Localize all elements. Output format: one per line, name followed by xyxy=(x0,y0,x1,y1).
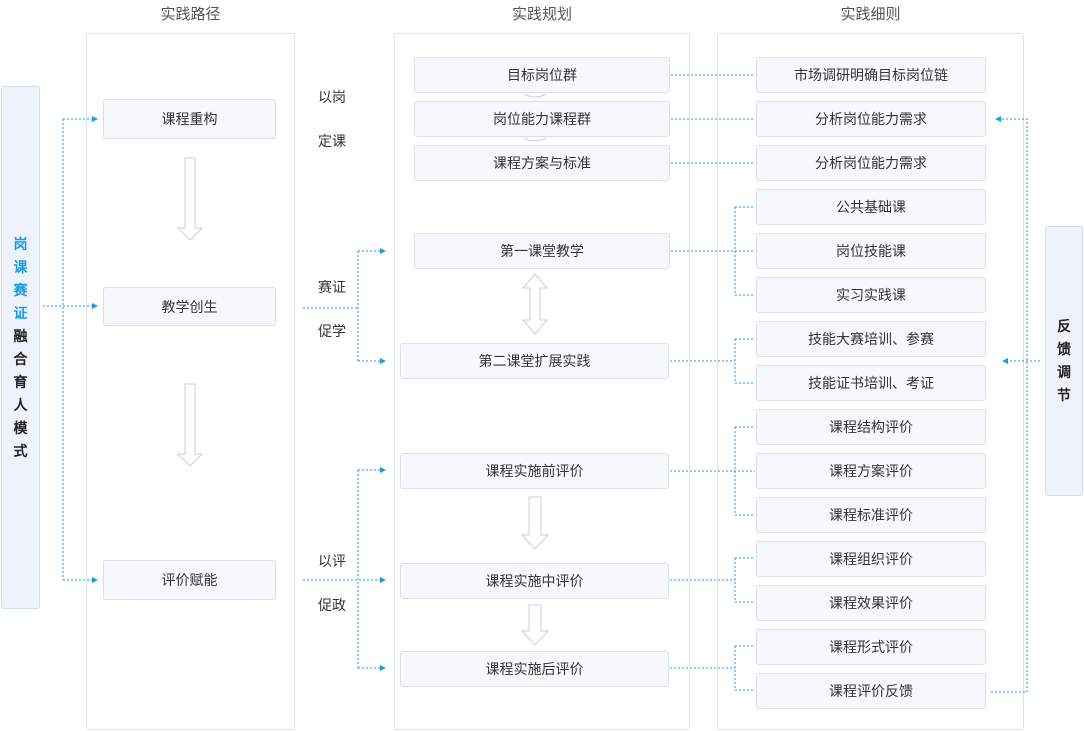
plan-column-title: 实践规划 xyxy=(511,6,572,23)
plan-item: 岗位能力课程群 xyxy=(414,101,670,137)
detail-column-title: 实践细则 xyxy=(840,6,901,23)
detail-item: 课程结构评价 xyxy=(756,409,986,445)
detail-item: 课程组织评价 xyxy=(756,541,986,577)
path-panel xyxy=(86,33,295,730)
mid-label: 以评 xyxy=(318,553,346,569)
side-char: 节 xyxy=(1057,387,1071,403)
side-char: 课 xyxy=(13,258,28,275)
plan-item: 课程方案与标准 xyxy=(414,145,670,181)
mid-label: 促政 xyxy=(318,597,346,613)
side-char: 育 xyxy=(13,373,28,390)
detail-item: 课程形式评价 xyxy=(756,629,986,665)
plan-item: 课程实施中评价 xyxy=(400,563,669,599)
side-char: 式 xyxy=(13,442,28,459)
plan-item: 课程实施前评价 xyxy=(400,453,669,489)
side-char: 模 xyxy=(13,419,28,436)
plan-item: 课程实施后评价 xyxy=(400,651,669,687)
detail-item: 岗位技能课 xyxy=(756,233,986,269)
path-item-restructure: 课程重构 xyxy=(103,99,276,139)
side-char: 赛 xyxy=(13,281,28,298)
detail-item: 公共基础课 xyxy=(756,189,986,225)
detail-item: 技能大赛培训、参赛 xyxy=(756,321,986,357)
detail-item: 课程评价反馈 xyxy=(756,673,986,709)
plan-item: 第二课堂扩展实践 xyxy=(400,343,669,379)
side-char: 人 xyxy=(13,396,28,413)
side-char: 岗 xyxy=(13,235,28,252)
path-item-evaluation: 评价赋能 xyxy=(103,560,276,600)
path-item-teaching: 教学创生 xyxy=(103,287,276,326)
mid-label: 定课 xyxy=(318,133,346,149)
side-char: 融 xyxy=(13,327,28,344)
detail-item: 实习实践课 xyxy=(756,277,986,313)
side-char: 合 xyxy=(13,350,28,367)
side-char: 证 xyxy=(13,304,28,321)
detail-item: 技能证书培训、考证 xyxy=(756,365,986,401)
plan-item: 第一课堂教学 xyxy=(414,233,670,269)
detail-item: 分析岗位能力需求 xyxy=(756,101,986,137)
mid-label: 促学 xyxy=(318,323,346,339)
mid-label: 以岗 xyxy=(318,89,346,105)
detail-item: 课程标准评价 xyxy=(756,497,986,533)
detail-item: 市场调研明确目标岗位链 xyxy=(756,57,986,93)
side-char: 反 xyxy=(1057,318,1071,334)
side-char: 调 xyxy=(1057,364,1071,380)
detail-item: 课程效果评价 xyxy=(756,585,986,621)
side-char: 馈 xyxy=(1057,341,1071,357)
detail-item: 分析岗位能力需求 xyxy=(756,145,986,181)
mid-label: 赛证 xyxy=(318,279,346,295)
detail-item: 课程方案评价 xyxy=(756,453,986,489)
plan-item: 目标岗位群 xyxy=(414,57,670,93)
model-side-bar: 岗 课 赛 证 融 合 育 人 模 式 xyxy=(1,86,40,609)
path-column-title: 实践路径 xyxy=(160,6,221,23)
feedback-side-bar: 反 馈 调 节 xyxy=(1045,226,1083,496)
